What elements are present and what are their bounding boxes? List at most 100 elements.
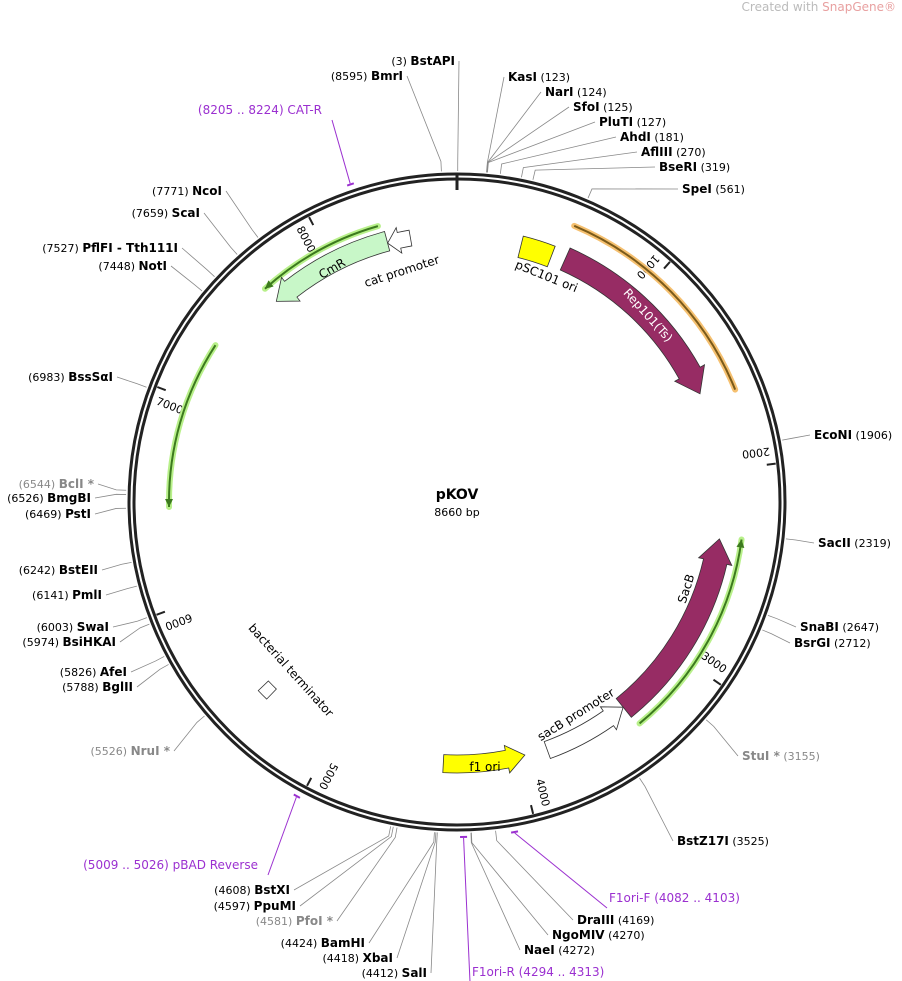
- leader-line: [762, 629, 791, 644]
- leader-line: [521, 151, 638, 178]
- leader-line: [487, 121, 596, 173]
- watermark-text: Created with: [741, 0, 823, 14]
- tick-label: 5000: [316, 761, 341, 792]
- cat-promoter-label: cat promoter: [362, 252, 441, 289]
- leader-line: [136, 664, 169, 688]
- primer-site-mark: [346, 182, 355, 187]
- leader-line: [587, 188, 679, 199]
- site-label-bstapi: (3) BstAPI: [391, 54, 455, 68]
- site-label-noti: (7448) NotI: [98, 259, 167, 273]
- leader-line: [705, 719, 739, 757]
- f1-ori-arrow: [442, 744, 526, 774]
- sacB-arrow: [615, 538, 733, 718]
- site-label-ppumi: (4597) PpuMI: [214, 899, 296, 913]
- site-label-sfoi: SfoI (125): [573, 100, 633, 114]
- site-label-bsihkai: (5974) BsiHKAI: [22, 635, 116, 649]
- leader-line: [181, 247, 215, 277]
- site-label-nari: NarI (124): [545, 85, 607, 99]
- leader-line: [94, 507, 127, 515]
- leader-line: [336, 827, 398, 922]
- tick-mark: [156, 610, 166, 616]
- primer-label-cat-r: (8205 .. 8224) CAT-R: [198, 103, 322, 117]
- site-label-swai: (6003) SwaI: [37, 620, 109, 634]
- site-label-snabi: SnaBI (2647): [800, 620, 879, 634]
- leader-line: [785, 538, 815, 544]
- leader-line: [406, 75, 442, 172]
- leader-line: [97, 483, 127, 491]
- site-label-sacii: SacII (2319): [818, 536, 891, 550]
- leader-line: [203, 212, 238, 255]
- leader-line: [396, 832, 437, 959]
- leader-line: [486, 76, 505, 173]
- leader-line: [782, 434, 811, 441]
- site-label-pmli: (6141) PmlI: [32, 588, 102, 602]
- pSC101-ori-box: [517, 235, 556, 268]
- leader-line: [430, 832, 438, 974]
- f1-ori-label: f1 ori: [469, 760, 500, 774]
- leader-line: [101, 562, 132, 571]
- site-label-nrui: (5526) NruI *: [91, 744, 171, 758]
- leader-line: [495, 830, 574, 921]
- site-label-bstz17i: BstZ17I (3525): [677, 834, 769, 848]
- tick-mark: [766, 462, 776, 466]
- tick-mark: [308, 216, 315, 226]
- site-label-ahdi: AhdI (181): [620, 130, 684, 144]
- site-label-spei: SpeI (561): [682, 182, 745, 196]
- site-label-pfoi: (4581) PfoI *: [256, 914, 334, 928]
- site-label-xbai: (4418) XbaI: [323, 951, 393, 965]
- site-label-ncoi: (7771) NcoI: [152, 184, 222, 198]
- site-label-bseri: BseRI (319): [659, 160, 730, 174]
- tick-mark: [306, 777, 313, 787]
- left-green-line-arrowhead-icon: [165, 498, 174, 508]
- site-label-afliii: AflIII (270): [641, 145, 706, 159]
- site-label-draiii: DraIII (4169): [577, 913, 654, 927]
- primer-line: [514, 832, 608, 909]
- site-label-naei: NaeI (4272): [524, 943, 595, 957]
- site-label-stui: StuI * (3155): [742, 749, 820, 763]
- leader-line: [105, 585, 137, 596]
- tick-mark: [530, 804, 535, 815]
- watermark-brand: SnapGene®: [822, 0, 896, 14]
- leader-lines: [94, 60, 815, 981]
- primer-site-mark: [293, 793, 301, 799]
- leader-line: [94, 493, 127, 499]
- site-label-bglii: (5788) BglII: [62, 680, 133, 694]
- site-label-bamhi: (4424) BamHI: [281, 936, 365, 950]
- tick-mark: [663, 261, 671, 270]
- site-label-bmgbi: (6526) BmgBI: [7, 491, 91, 505]
- primer-label-f1ori-r: F1ori-R (4294 .. 4313): [472, 965, 604, 979]
- site-label-afei: (5826) AfeI: [60, 665, 127, 679]
- leader-line: [299, 826, 394, 907]
- primer-line: [267, 796, 297, 876]
- leader-line: [116, 376, 147, 388]
- site-label-bsteii: (6242) BstEII: [19, 563, 98, 577]
- rep101-arrow: [559, 247, 706, 395]
- tick-mark: [712, 678, 722, 686]
- leader-line: [119, 623, 150, 643]
- sacB-promoter-arrow: [543, 706, 624, 760]
- site-label-bsssi: (6983) BssSαI: [28, 370, 113, 384]
- sacB-green-line: [638, 539, 743, 725]
- cmR-arrow: [275, 231, 391, 302]
- site-label-bsrgi: BsrGI (2712): [794, 636, 871, 650]
- plasmid-length: 8660 bp: [434, 506, 479, 519]
- leader-line: [368, 832, 435, 944]
- leader-line: [532, 166, 656, 180]
- leader-line: [225, 190, 259, 238]
- leader-line: [457, 60, 460, 172]
- left-green-line-glow: [166, 342, 219, 511]
- leader-line: [470, 832, 521, 951]
- site-label-psti: (6469) PstI: [25, 507, 91, 521]
- primer-label-f1ori-f: F1ori-F (4082 .. 4103): [609, 891, 740, 905]
- leader-line: [471, 832, 549, 936]
- primer-label-pbad-reverse: (5009 .. 5026) pBAD Reverse: [83, 858, 258, 872]
- site-label-ngomiv: NgoMIV (4270): [552, 928, 645, 942]
- bacterial-terminator-label: bacterial terminator: [246, 621, 337, 720]
- cmR-green-line: [264, 225, 379, 290]
- primer-site-mark: [510, 830, 519, 834]
- leader-line: [767, 615, 797, 628]
- leader-line: [112, 617, 148, 628]
- leader-line: [639, 777, 674, 842]
